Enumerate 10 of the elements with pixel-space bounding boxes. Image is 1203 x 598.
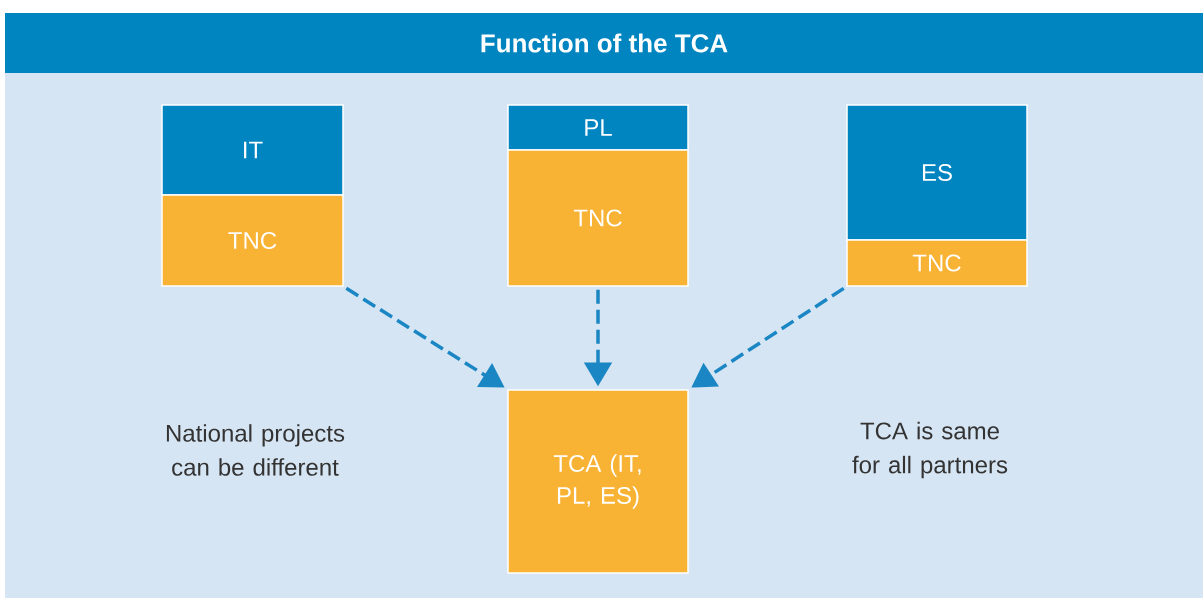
label-box: TCA (IT, PL, ES) <box>507 389 689 574</box>
label-box: TNC <box>507 149 689 287</box>
label-box: IT <box>161 104 344 196</box>
note-text: TCA is same for all partners <box>852 421 1008 479</box>
label-box: TNC <box>161 194 344 287</box>
title-band: Function of the TCA <box>5 13 1203 73</box>
label-box: TNC <box>846 239 1028 287</box>
label-box: PL <box>507 104 689 151</box>
note-text: National projects can be different <box>166 424 345 476</box>
label-box: ES <box>846 104 1028 241</box>
